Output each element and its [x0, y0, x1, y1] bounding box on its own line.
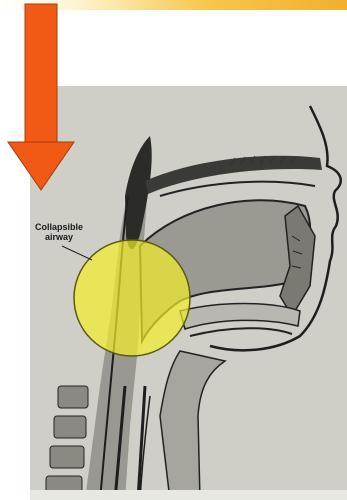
- down-arrow-icon: [8, 4, 74, 190]
- label-leader-line: [62, 246, 92, 260]
- highlight-circle: [74, 240, 190, 356]
- label-line-2: airway: [23, 232, 95, 242]
- label-line-1: Collapsible: [23, 222, 95, 232]
- collapsible-airway-label: Collapsible airway: [23, 222, 95, 242]
